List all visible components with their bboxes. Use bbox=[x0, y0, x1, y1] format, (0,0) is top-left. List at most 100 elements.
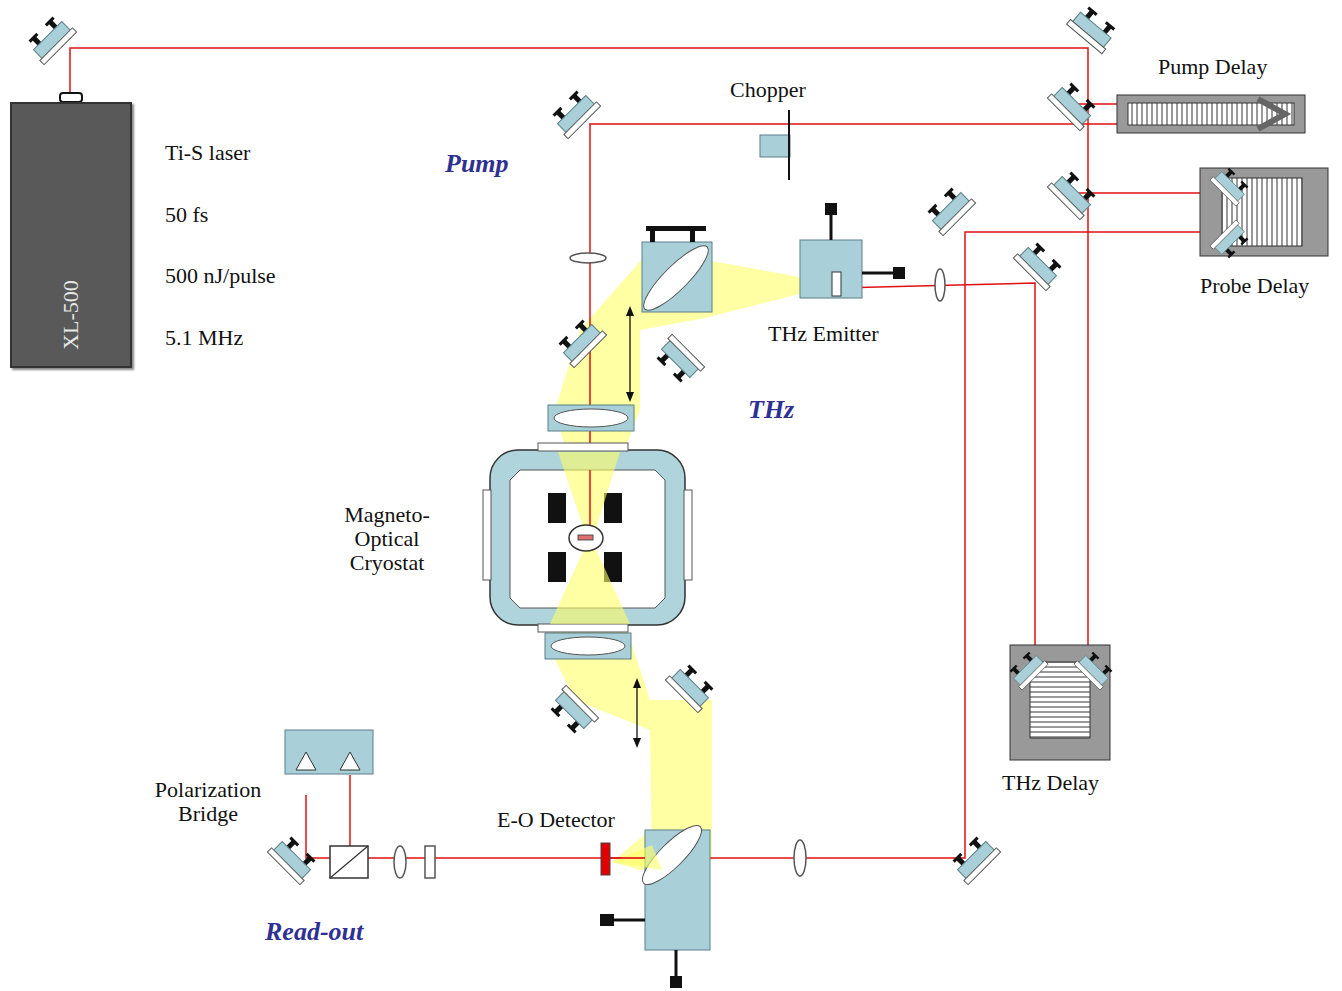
figure-part bbox=[1074, 648, 1116, 690]
figure-part bbox=[1047, 167, 1099, 219]
wave-plate bbox=[425, 846, 435, 878]
figure-part bbox=[948, 832, 1000, 884]
figure-part bbox=[1010, 645, 1110, 760]
beam-name: Read-out bbox=[265, 918, 363, 947]
figure-part bbox=[538, 443, 628, 451]
figure-part bbox=[612, 919, 645, 922]
part-label: Probe Delay bbox=[1200, 274, 1309, 298]
figure-part bbox=[590, 104, 1282, 536]
translation-arrow bbox=[636, 682, 637, 744]
parabolic-mirror bbox=[600, 818, 710, 988]
part-label: Chopper bbox=[730, 78, 806, 102]
figure-part bbox=[825, 203, 837, 215]
figure-part bbox=[267, 832, 319, 884]
figure-part bbox=[1258, 99, 1285, 129]
figure-part bbox=[604, 493, 622, 523]
figure-part bbox=[626, 392, 634, 402]
figure-part bbox=[285, 730, 373, 774]
figure-part bbox=[545, 633, 631, 659]
figure-part bbox=[1210, 220, 1252, 262]
figure-part bbox=[558, 452, 620, 535]
figure-part bbox=[548, 405, 634, 431]
figure-part bbox=[633, 738, 641, 748]
figure-part bbox=[665, 660, 717, 712]
figure-part bbox=[554, 315, 606, 367]
thz-emitter bbox=[800, 203, 905, 298]
figure-part bbox=[483, 490, 491, 580]
laser-beam bbox=[70, 48, 1282, 858]
figure-part bbox=[862, 272, 895, 275]
figure-part bbox=[830, 212, 833, 240]
part-label: THz Delay bbox=[1002, 771, 1099, 795]
probe-delay-stage bbox=[1200, 164, 1328, 262]
figure-part bbox=[554, 409, 628, 427]
polarization-bridge bbox=[285, 730, 373, 878]
figure-part bbox=[1117, 95, 1305, 133]
figure-part bbox=[633, 678, 641, 688]
beam-name: Pump bbox=[445, 150, 509, 179]
laser-port bbox=[60, 93, 82, 102]
figure-part bbox=[1210, 164, 1252, 206]
figure-part bbox=[551, 637, 625, 655]
beam-name: THz bbox=[748, 396, 794, 425]
figure-part bbox=[578, 535, 593, 540]
translation-arrow bbox=[629, 310, 630, 398]
mirror-mounts bbox=[24, 3, 1120, 885]
part-label: 5.1 MHz bbox=[165, 326, 243, 350]
figure-part bbox=[569, 525, 603, 551]
figure-part bbox=[570, 253, 606, 263]
figure-part bbox=[548, 493, 566, 523]
figure-part bbox=[394, 846, 406, 878]
figure-part bbox=[548, 552, 566, 582]
figure-part bbox=[670, 976, 682, 988]
figure-part bbox=[600, 914, 614, 926]
eo-crystal bbox=[601, 843, 610, 875]
pump-delay-stage bbox=[1117, 95, 1305, 133]
part-label: Polarization Bridge bbox=[138, 778, 278, 826]
laser-box: XL-500 bbox=[10, 102, 132, 368]
figure-part bbox=[1067, 3, 1120, 54]
figure-part bbox=[538, 624, 628, 632]
figure-part bbox=[646, 226, 706, 231]
chopper bbox=[760, 110, 790, 180]
part-label: Ti-S laser bbox=[165, 141, 250, 165]
figure-part bbox=[70, 48, 1088, 668]
figure-part bbox=[296, 752, 316, 770]
thz-delay-stage bbox=[1006, 645, 1116, 760]
figure-part bbox=[935, 269, 945, 301]
figure-part bbox=[684, 490, 692, 580]
part-label: 500 nJ/pulse bbox=[165, 264, 276, 288]
part-label: THz Emitter bbox=[768, 322, 879, 346]
figure-part bbox=[760, 135, 790, 157]
figure-part bbox=[636, 238, 715, 317]
parabolic-mirror bbox=[636, 226, 715, 318]
figure-part bbox=[550, 545, 630, 624]
part-label: Pump Delay bbox=[1158, 55, 1267, 79]
figure-part bbox=[610, 857, 645, 859]
part-label: 50 fs bbox=[165, 203, 208, 227]
lens bbox=[394, 253, 945, 878]
figure-part bbox=[1013, 238, 1065, 290]
figure-part bbox=[832, 272, 841, 296]
figure-part bbox=[1047, 78, 1099, 130]
model-name: XL-500 bbox=[58, 280, 84, 350]
figure-part bbox=[546, 685, 598, 737]
part-label: E-O Detector bbox=[497, 808, 615, 832]
figure-part bbox=[788, 110, 790, 180]
figure-part bbox=[652, 334, 704, 386]
figure-part bbox=[800, 240, 862, 298]
figure-part bbox=[340, 752, 360, 770]
figure-part bbox=[330, 846, 368, 878]
figure-part bbox=[794, 840, 806, 876]
figure-part bbox=[626, 306, 634, 316]
part-label: Magneto- Optical Cryostat bbox=[325, 503, 449, 576]
figure-part bbox=[923, 183, 975, 235]
figure-part bbox=[548, 86, 600, 138]
figure-part bbox=[490, 450, 685, 625]
figure-part bbox=[24, 12, 76, 64]
figure-part bbox=[1006, 648, 1048, 690]
cryostat bbox=[483, 443, 692, 632]
figure-part bbox=[306, 193, 1232, 858]
figure-part bbox=[330, 846, 368, 878]
